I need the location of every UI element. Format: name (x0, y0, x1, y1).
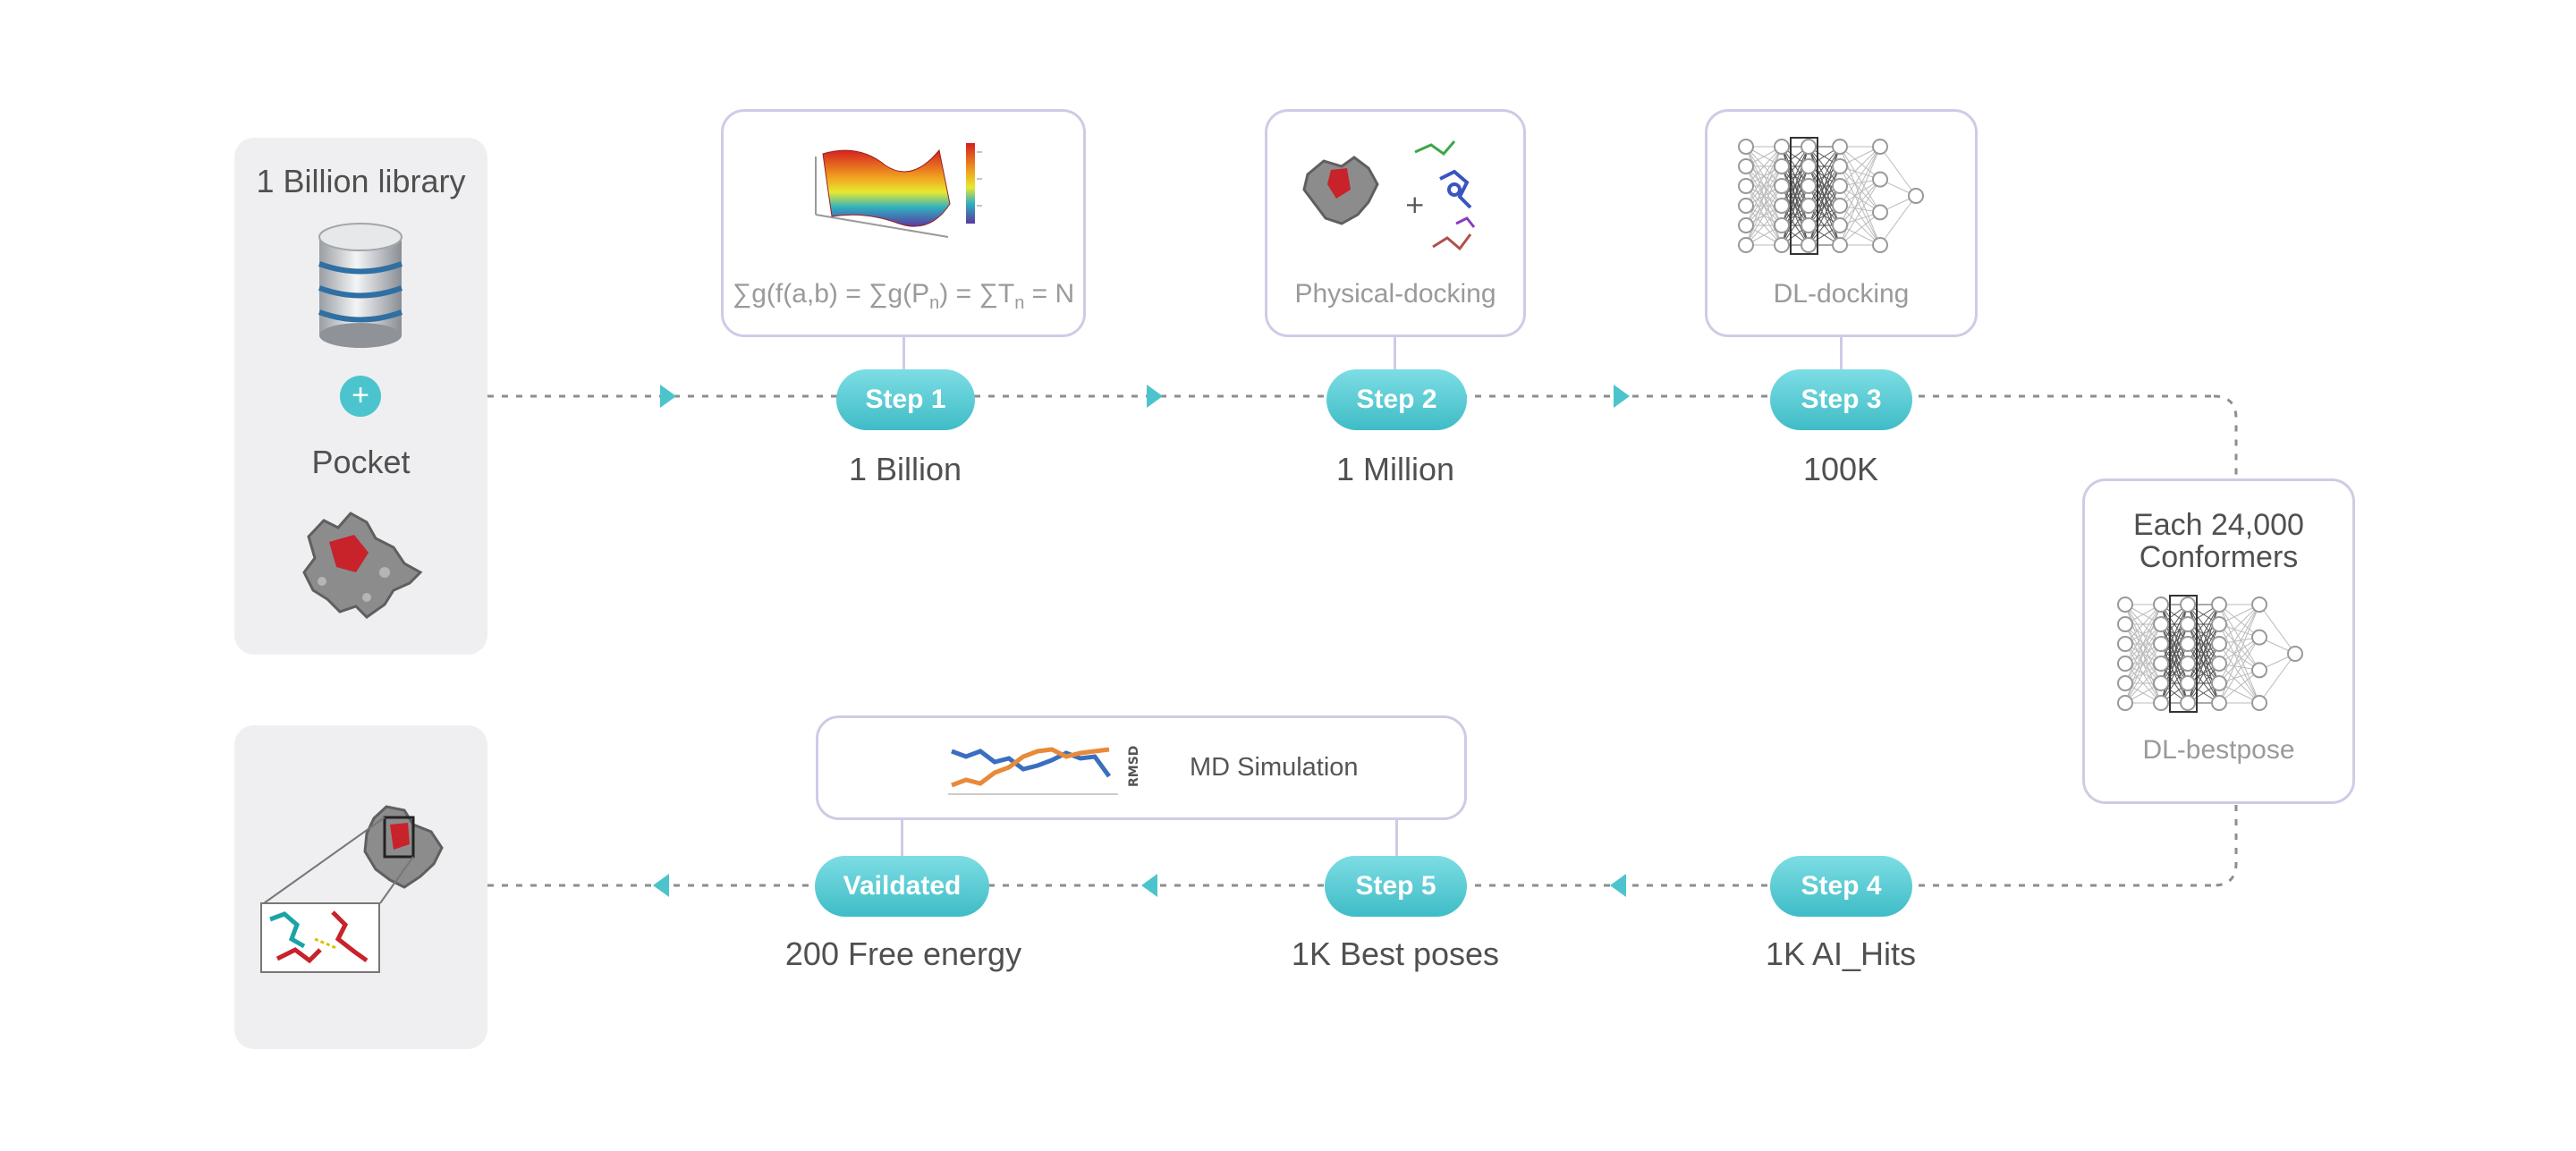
step2-card (1265, 109, 1526, 337)
step2-connector (1394, 337, 1396, 371)
bottom-right-corner-line (2213, 805, 2238, 887)
step2-pill[interactable]: Step 2 (1326, 369, 1467, 430)
md-card-label: MD Simulation (1190, 753, 1359, 782)
step4-count: 1K AI_Hits (1765, 935, 1917, 972)
step3-pill[interactable]: Step 3 (1770, 369, 1912, 430)
plus-badge: + (340, 376, 381, 417)
library-title: 1 Billion library (256, 163, 466, 199)
arrow-right-1 (660, 385, 676, 408)
md-axis-label: RMSD (1127, 746, 1141, 787)
arrow-left-3 (653, 874, 669, 897)
step5-count: 1K Best poses (1291, 935, 1500, 972)
step4-pill[interactable]: Step 4 (1770, 856, 1912, 917)
validated-pill[interactable]: Vaildated (815, 856, 989, 917)
top-right-corner-line (2213, 394, 2238, 478)
step1-formula: ∑g(f(a,b) = ∑g(Pn) = ∑Tn = N (732, 279, 1075, 313)
validated-count: 200 Free energy (784, 935, 1022, 972)
step1-count: 1 Billion (848, 451, 962, 487)
step2-count: 1 Million (1335, 451, 1455, 487)
md-card (816, 715, 1467, 820)
step3-count: 100K (1802, 451, 1879, 487)
bestpose-title-line2: Conformers (2139, 540, 2299, 574)
arrow-right-2 (1147, 385, 1163, 408)
svg-text:+: + (1404, 190, 1425, 219)
step1-pill[interactable]: Step 1 (836, 369, 975, 430)
bestpose-card-label: DL-bestpose (2142, 735, 2295, 765)
arrow-right-3 (1614, 385, 1630, 408)
md-connector-left (901, 820, 903, 856)
arrow-left-2 (1141, 874, 1157, 897)
bestpose-title-line1: Each 24,000 (2133, 508, 2304, 542)
md-connector-right (1395, 820, 1398, 856)
arrow-left-1 (1610, 874, 1626, 897)
step5-pill[interactable]: Step 5 (1325, 856, 1467, 917)
pocket-label: Pocket (311, 444, 411, 480)
step3-card-label: DL-docking (1773, 279, 1910, 309)
result-panel (234, 725, 487, 1049)
step1-connector (902, 337, 905, 371)
step3-connector (1840, 337, 1843, 371)
step2-card-label: Physical-docking (1294, 279, 1496, 309)
plus-icon: + (352, 378, 369, 412)
